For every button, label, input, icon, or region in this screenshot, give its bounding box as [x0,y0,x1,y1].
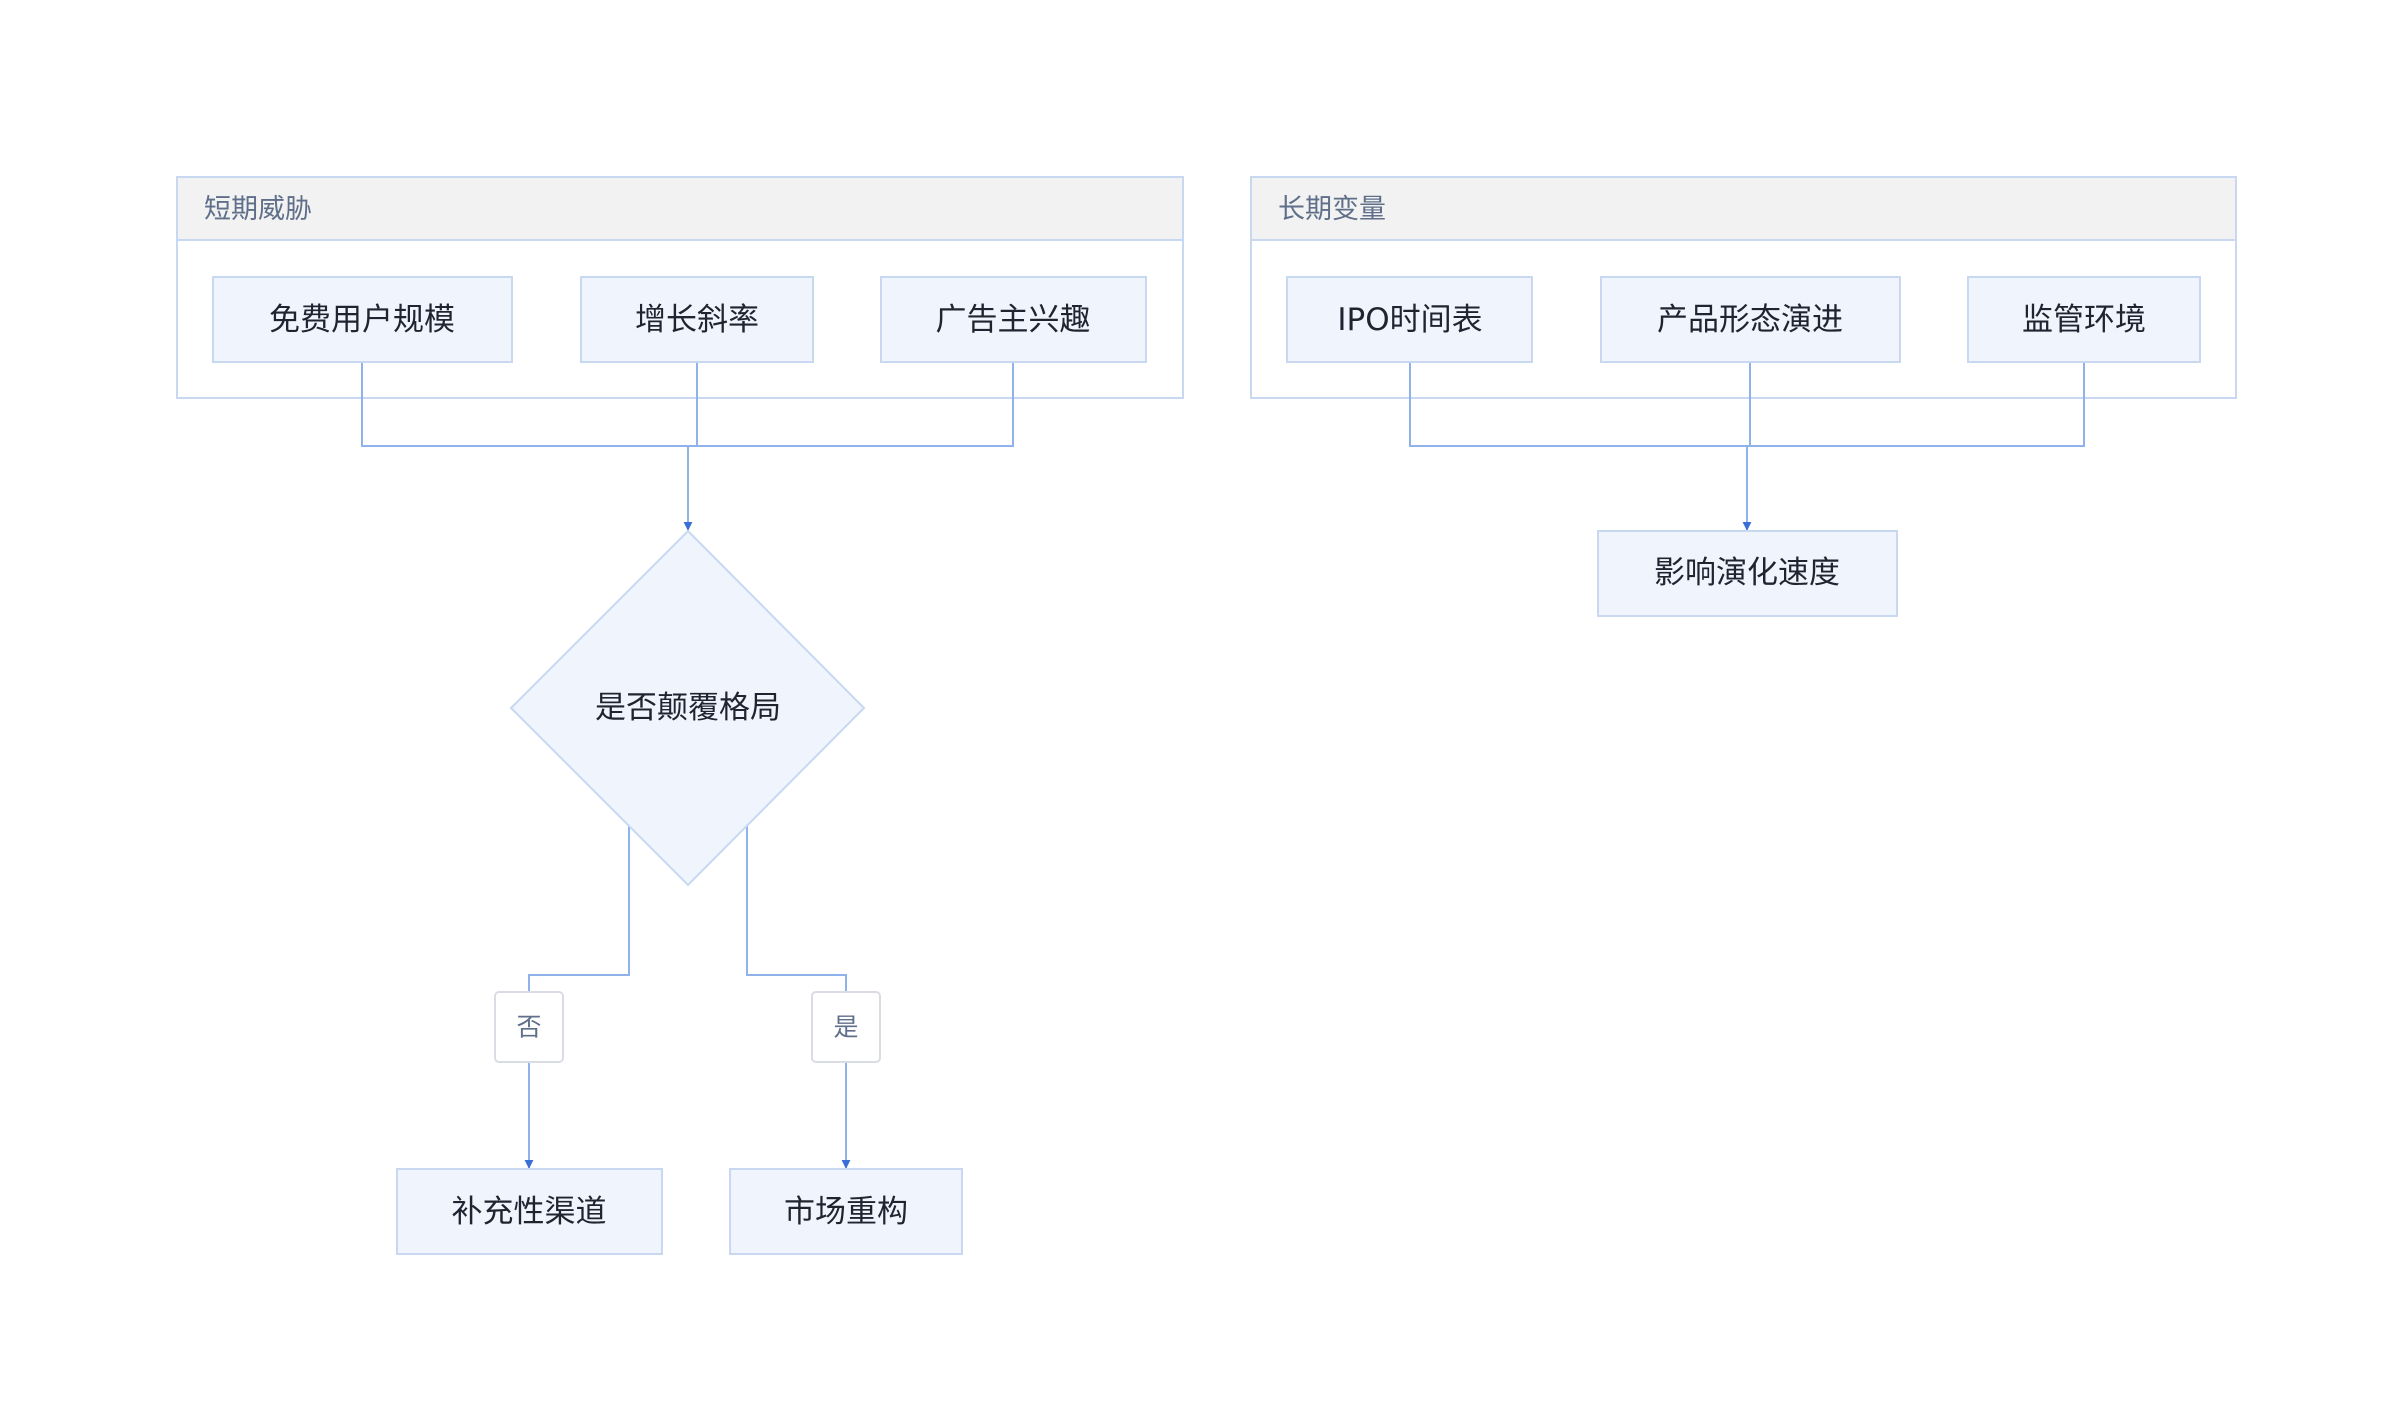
edge-label-no-text: 否 [516,1013,541,1042]
edges-decision [524,826,851,1169]
group-title-short-term: 短期威胁 [204,194,312,225]
edge-yes-branch [746,826,847,992]
edge-label-yes-text: 是 [833,1013,858,1042]
edge-advertiser-interest [688,362,1014,447]
edge-label-yes: 是 [811,991,881,1063]
node-label-advertiser-interest: 广告主兴趣 [936,302,1091,338]
edge-free-users [361,362,688,447]
edge-label-no: 否 [494,991,564,1063]
node-label-regulatory-env: 监管环境 [2022,302,2146,338]
node-evolution-speed[interactable]: 影响演化速度 [1597,530,1898,617]
node-disrupt-decision[interactable]: 是否颠覆格局 [509,529,866,887]
node-label-disrupt-decision: 是否颠覆格局 [595,690,781,726]
edge-no-branch [528,826,630,992]
edge-regulatory-env [1747,362,2085,447]
node-product-evolution[interactable]: 产品形态演进 [1600,276,1901,363]
node-growth-slope[interactable]: 增长斜率 [580,276,814,363]
node-regulatory-env[interactable]: 监管环境 [1967,276,2201,363]
node-label-evolution-speed: 影响演化速度 [1654,555,1840,591]
node-ipo-timeline[interactable]: IPO时间表 [1286,276,1533,363]
node-free-users[interactable]: 免费用户规模 [212,276,513,363]
node-market-restructure[interactable]: 市场重构 [729,1168,963,1255]
edges-short-term [361,362,1014,531]
node-label-supplementary-channel: 补充性渠道 [452,1194,607,1230]
edges-long-term [1409,362,2085,531]
node-advertiser-interest[interactable]: 广告主兴趣 [880,276,1147,363]
node-label-free-users: 免费用户规模 [269,302,455,338]
group-title-long-term: 长期变量 [1278,194,1386,225]
node-label-growth-slope: 增长斜率 [635,302,759,338]
node-label-market-restructure: 市场重构 [784,1194,908,1230]
node-label-product-evolution: 产品形态演进 [1657,302,1843,338]
node-supplementary-channel[interactable]: 补充性渠道 [396,1168,663,1255]
edge-ipo-timeline [1409,362,1747,447]
node-label-ipo-timeline: IPO时间表 [1337,302,1482,338]
